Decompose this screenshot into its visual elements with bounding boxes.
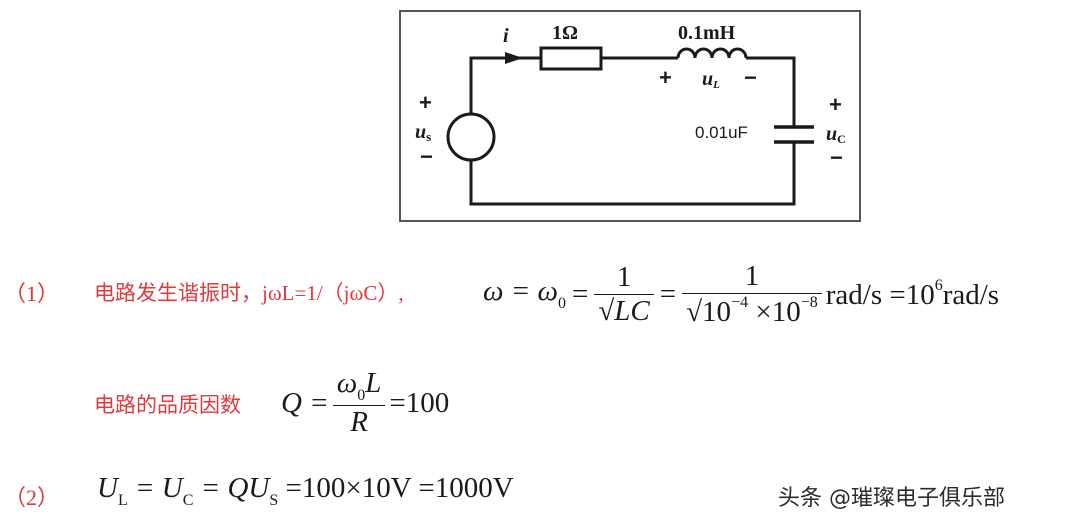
quality-factor-equation: Q = ω0L R =100 xyxy=(281,363,449,443)
fraction-1-over-sqrt-lc: 1 √LC xyxy=(594,260,654,328)
step1-resonance-condition: 电路发生谐振时，jωL=1/（jωC）, xyxy=(94,281,404,305)
q-result: =100 xyxy=(389,386,450,419)
inductor-symbol xyxy=(676,47,748,59)
step2-voltage-equation: UL = UC = QUS =100×10V =1000V xyxy=(97,472,514,509)
eq-sign-1: = xyxy=(572,277,589,310)
fraction-numeric: 1 √10−4 ×10−8 xyxy=(682,260,822,329)
inductor-plus: + xyxy=(659,65,672,90)
q-symbol: Q = xyxy=(281,386,329,419)
q-fraction: ω0L R xyxy=(332,367,386,439)
resistor-label: 1Ω xyxy=(552,22,578,44)
current-arrow-icon xyxy=(505,52,523,64)
inductor-label: 0.1mH xyxy=(678,22,736,44)
source-voltage-label: us xyxy=(415,121,431,144)
fraction-2-den: √10−4 ×10−8 xyxy=(682,292,822,329)
omega-result: rad/s =106rad/s xyxy=(825,276,1000,311)
current-label: i xyxy=(503,25,509,47)
q-fraction-den: R xyxy=(332,405,386,439)
capacitor-symbol xyxy=(774,125,814,144)
fraction-1-num: 1 xyxy=(616,260,632,293)
omega-lhs: ω = ω0 xyxy=(483,275,567,312)
step1-omega-equation: ω = ω0 = 1 √LC = 1 √10−4 ×10−8 rad/s =10… xyxy=(483,252,999,336)
step2-number: （2） xyxy=(4,485,60,510)
circuit-diagram: i 1Ω 0.1mH + uL − + us − 0.01uF + uC − xyxy=(399,10,861,222)
voltage-source-symbol xyxy=(446,112,496,162)
fraction-2-num: 1 xyxy=(744,259,760,292)
source-plus: + xyxy=(419,90,432,115)
inductor-minus: − xyxy=(744,65,757,90)
wire-bottom xyxy=(469,142,796,206)
fraction-1-den: √LC xyxy=(594,293,654,328)
capacitor-plus: + xyxy=(829,92,842,117)
eq-sign-2: = xyxy=(659,277,677,310)
source-minus: − xyxy=(420,144,433,169)
capacitor-label: 0.01uF xyxy=(695,123,748,142)
circuit-schematic: i 1Ω 0.1mH + uL − + us − 0.01uF + uC − xyxy=(415,22,846,206)
inductor-voltage-label: uL xyxy=(702,68,720,91)
capacitor-minus: − xyxy=(830,145,843,170)
watermark-text: 头条 @璀璨电子俱乐部 xyxy=(778,486,1005,511)
quality-factor-label: 电路的品质因数 xyxy=(94,393,241,417)
wire-top-right xyxy=(746,56,796,127)
step1-number: （1） xyxy=(4,281,60,306)
resistor-symbol xyxy=(539,46,603,71)
q-fraction-num: ω0L xyxy=(336,367,382,404)
capacitor-voltage-label: uC xyxy=(826,123,846,146)
